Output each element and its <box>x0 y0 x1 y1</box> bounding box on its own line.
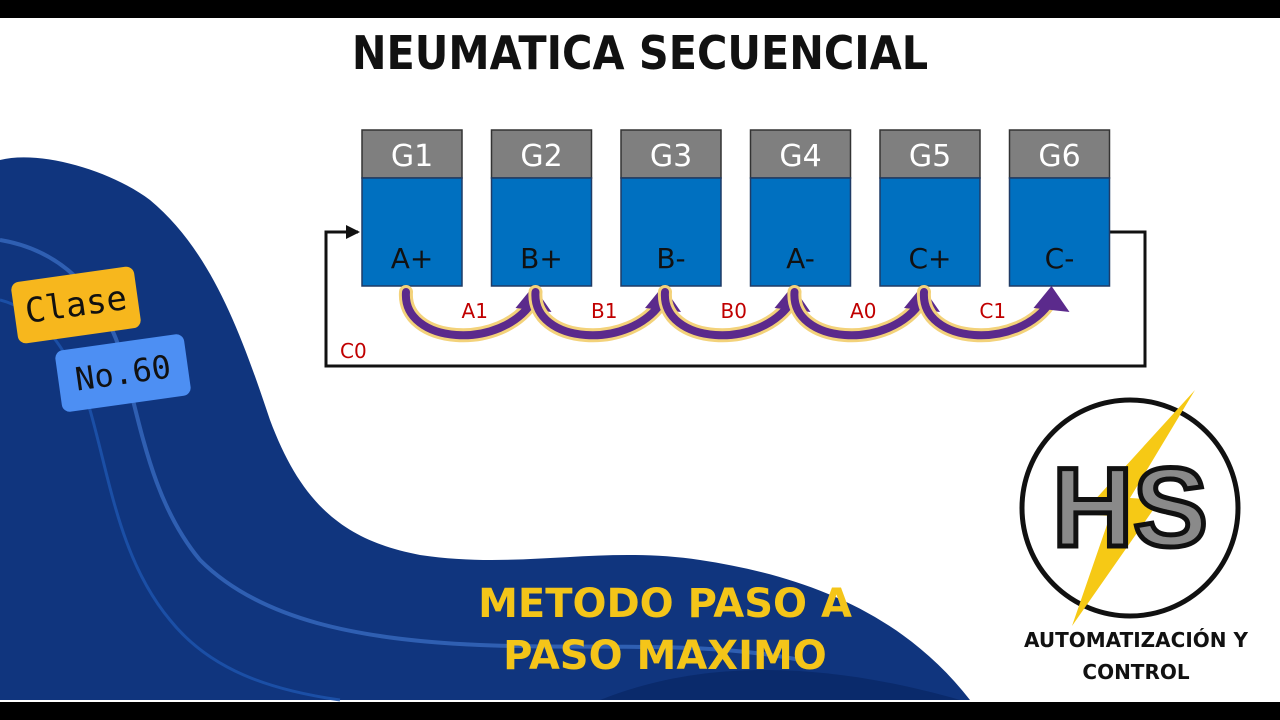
top-letterbox-bar <box>0 0 1280 18</box>
group-id-label: G4 <box>779 139 821 174</box>
group-action-box <box>620 177 722 287</box>
group-action-label: A+ <box>391 242 434 275</box>
transition-arrow <box>660 288 797 340</box>
transition-arrow <box>531 288 667 340</box>
group-header <box>490 129 593 179</box>
group-id-label: G2 <box>520 139 562 174</box>
transition-arrow <box>790 288 926 340</box>
subtitle-line-2: PASO MAXIMO <box>503 633 827 679</box>
group-id-label: G1 <box>391 139 433 174</box>
group-id-label: G6 <box>1038 139 1080 174</box>
bottom-letterbox-bar <box>0 702 1280 720</box>
group-header <box>879 129 981 179</box>
group-action-box <box>361 177 463 287</box>
transition-signal-label: A1 <box>462 299 488 323</box>
group-action-box <box>749 177 852 287</box>
group-action-box <box>490 177 593 287</box>
page-title: NEUMATICA SECUENCIAL <box>351 26 929 80</box>
lightning-bolt-icon <box>1072 390 1195 626</box>
transition-arrowhead <box>1033 286 1070 312</box>
group-action-label: B+ <box>520 242 563 275</box>
transition-signal-label: B1 <box>591 299 617 323</box>
group-header <box>1008 129 1111 179</box>
subtitle: METODO PASO A PASO MAXIMO <box>440 578 890 682</box>
group-action-box <box>1008 177 1111 287</box>
group-action-label: B- <box>656 242 685 275</box>
transition-signal-label: C1 <box>979 299 1006 323</box>
return-loop-line <box>324 230 1147 368</box>
brand-logo: HS <box>1019 390 1241 626</box>
subtitle-line-1: METODO PASO A <box>478 581 852 627</box>
transition-signal-label: A0 <box>850 299 876 323</box>
group-action-label: C+ <box>908 242 951 275</box>
transition-signal-label: B0 <box>721 299 747 323</box>
group-action-label: C- <box>1045 242 1075 275</box>
brand-caption-line-2: CONTROL <box>1082 660 1190 684</box>
transition-arrow <box>401 288 538 340</box>
transition-arrow <box>919 288 1056 340</box>
logo-text: HS <box>1052 445 1208 570</box>
return-signal-label: C0 <box>340 339 367 363</box>
brand-caption-line-1: AUTOMATIZACIÓN Y <box>1024 628 1248 652</box>
group-header <box>749 129 852 179</box>
brand-caption: AUTOMATIZACIÓN Y CONTROL <box>1000 624 1272 688</box>
group-id-label: G5 <box>909 139 951 174</box>
group-action-label: A- <box>786 242 815 275</box>
return-loop-arrowhead <box>346 225 360 239</box>
group-id-label: G3 <box>650 139 692 174</box>
group-action-box <box>879 177 981 287</box>
